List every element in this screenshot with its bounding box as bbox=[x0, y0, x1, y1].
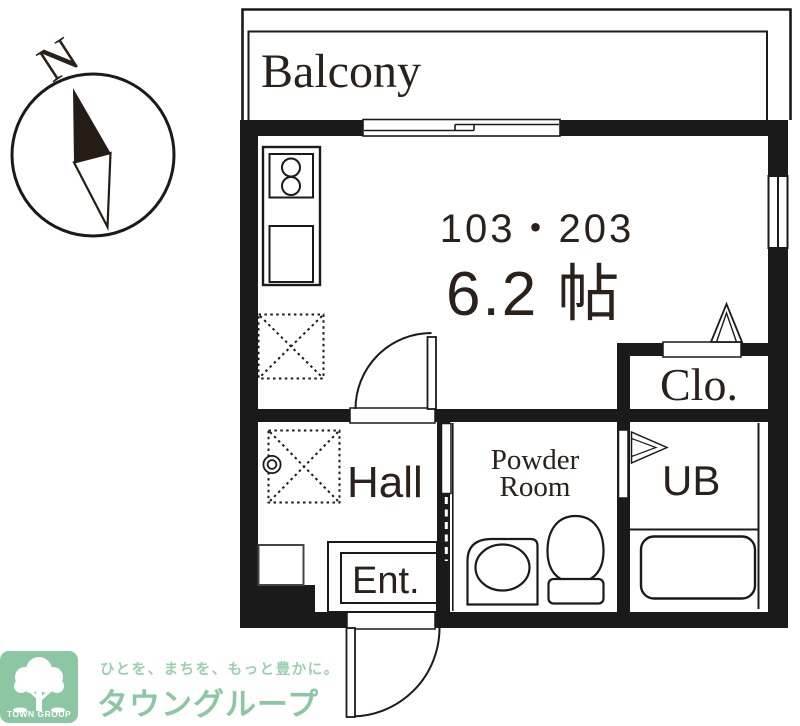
logo-tagline: ひとを、まちを、もっと豊かに。 bbox=[100, 662, 340, 678]
unit-bath-label: UB bbox=[662, 457, 721, 504]
kitchen-icon bbox=[261, 145, 322, 287]
room-door-opening bbox=[349, 407, 436, 424]
compass-icon bbox=[10, 72, 176, 238]
entrance-opening bbox=[346, 610, 436, 630]
powder-room-door-icon bbox=[440, 422, 454, 611]
unit-bath-room bbox=[630, 423, 760, 609]
entrance-step bbox=[327, 541, 438, 613]
compass-needle-north bbox=[73, 88, 111, 163]
tree-icon bbox=[13, 657, 65, 713]
bath-folding-door-icon bbox=[617, 429, 669, 499]
room-door-icon bbox=[354, 332, 437, 410]
bathtub-icon bbox=[639, 535, 757, 600]
closet-bifold-door-icon bbox=[709, 301, 744, 343]
powder-room-label-line2: Room bbox=[499, 471, 571, 503]
shoe-cabinet-icon bbox=[257, 544, 305, 586]
balcony-label: Balcony bbox=[261, 45, 421, 98]
town-group-logo: TOWN GROUP bbox=[0, 651, 78, 723]
kitchen-sink-icon bbox=[268, 225, 314, 283]
closet-label: Clo. bbox=[660, 359, 738, 410]
powder-room-label-line1: Powder bbox=[490, 444, 580, 476]
unit-numbers-label: 103・203 bbox=[439, 207, 635, 251]
basin-icon bbox=[466, 537, 539, 606]
logo-badge-text: TOWN GROUP bbox=[6, 709, 72, 719]
balcony-window-icon bbox=[362, 118, 561, 137]
balcony-railing-icon bbox=[241, 8, 792, 120]
room-area-label: 6.2 帖 bbox=[446, 260, 622, 329]
logo-brand: タウングループ bbox=[97, 687, 320, 722]
toilet-icon bbox=[546, 514, 605, 605]
closet-opening bbox=[662, 341, 742, 358]
compass-needle-south bbox=[72, 151, 112, 232]
faucet-icon bbox=[262, 454, 282, 474]
hall-label: Hall bbox=[347, 458, 423, 507]
entrance-door-icon bbox=[345, 627, 441, 718]
refrigerator-space-icon bbox=[257, 313, 325, 380]
powder-room-label: Powder Room bbox=[455, 444, 615, 503]
side-window-icon bbox=[767, 175, 789, 249]
entrance-label: Ent. bbox=[352, 560, 420, 602]
